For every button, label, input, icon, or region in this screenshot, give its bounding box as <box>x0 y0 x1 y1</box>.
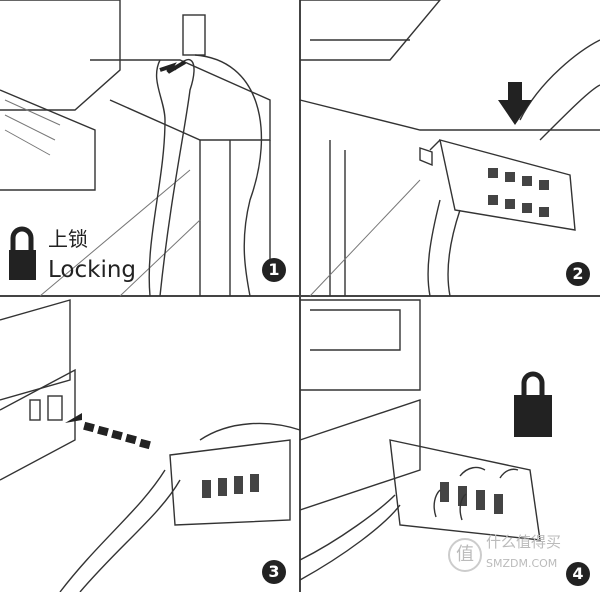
watermark-name-en: SMZDM.COM <box>486 557 558 570</box>
watermark-name-cn: 什么值得买 <box>486 533 562 551</box>
step-number-3: 3 <box>262 560 286 584</box>
legend-label-cn: 上锁 <box>48 227 88 251</box>
legend-label-en: Locking <box>48 257 137 283</box>
panel-3-drawing <box>0 299 301 592</box>
padlock-locked-icon <box>9 250 36 280</box>
padlock-locked-icon <box>514 395 552 437</box>
step-number-4: 4 <box>566 562 590 586</box>
watermark-seal: 值 <box>448 538 482 572</box>
step-number-2: 2 <box>566 262 590 286</box>
panel-1-drawing <box>0 0 271 297</box>
panel-4-drawing <box>299 299 552 581</box>
step-number-1: 1 <box>262 258 286 282</box>
panel-2-drawing <box>299 0 600 297</box>
